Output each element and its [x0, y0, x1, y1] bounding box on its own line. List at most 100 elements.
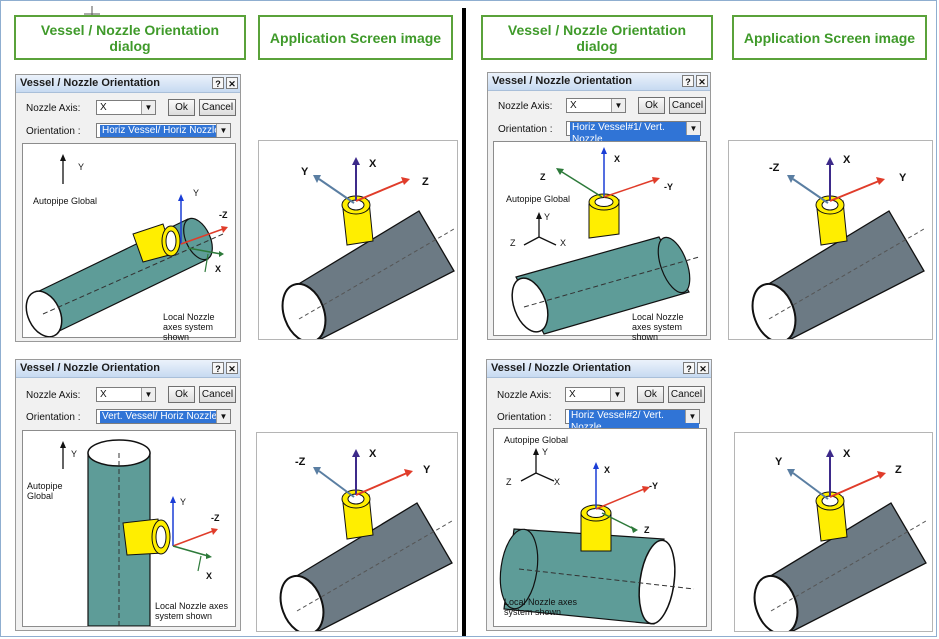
global-y-label: Y — [78, 162, 85, 172]
ok-button[interactable]: Ok — [637, 386, 664, 403]
close-button[interactable]: ✕ — [226, 362, 238, 374]
dialog-title: Vessel / Nozzle Orientation — [20, 362, 160, 374]
axis-x-label: X — [206, 571, 213, 581]
orientation-value: Horiz Vessel/ Horiz Nozzle — [100, 125, 222, 137]
cancel-button[interactable]: Cancel — [199, 386, 236, 403]
close-button[interactable]: ✕ — [696, 75, 708, 87]
nozzle-axis-value: X — [569, 389, 576, 400]
global-label: Autopipe Global — [33, 196, 98, 206]
local-note: Local Nozzle axes system shown — [155, 601, 229, 621]
axis-z-label: Z — [644, 525, 650, 535]
dialog-titlebar: Vessel / Nozzle Orientation ? ✕ — [16, 360, 240, 378]
header-right-dialog: Vessel / Nozzle Orientation dialog — [481, 15, 713, 60]
global-y-label: Y — [71, 449, 78, 459]
help-button[interactable]: ? — [682, 75, 694, 87]
header-left-screen: Application Screen image — [258, 15, 453, 60]
header-right-screen: Application Screen image — [732, 15, 927, 60]
cancel-button[interactable]: Cancel — [199, 99, 236, 116]
axis-x-label: X — [614, 154, 621, 164]
chevron-down-icon: ▼ — [611, 99, 625, 112]
global-z-label: Z — [506, 477, 512, 487]
app-screen-3: -Z X Y — [256, 432, 458, 632]
orientation-select[interactable]: Vert. Vessel/ Horiz Nozzle▼ — [96, 409, 231, 424]
ok-button[interactable]: Ok — [168, 99, 195, 116]
nozzle-axis-select[interactable]: X▼ — [96, 100, 156, 115]
local-note: Local Nozzle axes system shown — [632, 312, 684, 342]
dialog-titlebar: Vessel / Nozzle Orientation ? ✕ — [487, 360, 711, 378]
screen-axis-a: -Z — [769, 162, 780, 174]
orientation-dialog-1: Vessel / Nozzle Orientation ? ✕ Nozzle A… — [15, 74, 241, 342]
local-note: Local Nozzle axes system shown — [163, 312, 215, 342]
orientation-select[interactable]: Horiz Vessel#2/ Vert. Nozzle▼ — [565, 409, 700, 434]
orientation-dialog-2: Vessel / Nozzle Orientation ? ✕ Nozzle A… — [487, 72, 711, 342]
orientation-diagram: Y Autopipe Global Y -Z X Local Nozzle ax… — [22, 430, 236, 627]
nozzle-axis-label: Nozzle Axis: — [498, 101, 553, 112]
header-right-dialog-text: Vessel / Nozzle Orientation dialog — [507, 21, 687, 54]
screen-axis-c: Y — [899, 172, 907, 184]
app-screen-1: Y X Z — [258, 140, 458, 340]
screen-axis-b: X — [369, 158, 377, 170]
chevron-down-icon: ▼ — [141, 388, 155, 401]
axis-x-label: X — [604, 465, 611, 475]
orientation-label: Orientation : — [26, 412, 81, 423]
screen-axis-b: X — [843, 448, 851, 460]
ok-button[interactable]: Ok — [638, 97, 665, 114]
close-button[interactable]: ✕ — [697, 362, 709, 374]
local-note: Local Nozzle axes system shown — [504, 597, 578, 617]
screen-axis-a: Y — [775, 456, 783, 468]
chevron-down-icon: ▼ — [610, 388, 624, 401]
global-y-label: Y — [544, 212, 551, 222]
chevron-down-icon: ▼ — [216, 124, 230, 137]
diagram-drawing — [499, 448, 695, 625]
global-y-label: Y — [542, 447, 549, 457]
global-label: Autopipe Global — [27, 481, 63, 501]
dialog-title: Vessel / Nozzle Orientation — [492, 75, 632, 87]
screen-drawing — [281, 157, 455, 339]
screen-axis-a: -Z — [295, 456, 306, 468]
orientation-diagram: Y Autopipe Global Y -Z X Local Nozzle ax… — [22, 143, 236, 342]
screen-axis-b: X — [843, 154, 851, 166]
global-label: Autopipe Global — [504, 435, 569, 445]
screen-axis-c: Z — [422, 176, 429, 188]
screen-drawing — [753, 449, 927, 631]
dialog-titlebar: Vessel / Nozzle Orientation ? ✕ — [16, 75, 240, 93]
nozzle-axis-select[interactable]: X▼ — [565, 387, 625, 402]
global-x-label: X — [560, 238, 567, 248]
diagram-drawing — [60, 439, 218, 626]
dialog-title: Vessel / Nozzle Orientation — [20, 77, 160, 89]
close-button[interactable]: ✕ — [226, 77, 238, 89]
screen-axis-c: Y — [423, 464, 431, 476]
nozzle-axis-select[interactable]: X▼ — [566, 98, 626, 113]
nozzle-axis-value: X — [570, 100, 577, 111]
nozzle-axis-label: Nozzle Axis: — [26, 103, 81, 114]
axis-x-label: X — [215, 264, 222, 274]
screen-axis-a: Y — [301, 166, 309, 178]
header-left-dialog: Vessel / Nozzle Orientation dialog — [14, 15, 246, 60]
header-left-screen-text: Application Screen image — [269, 29, 442, 46]
screen-drawing — [751, 157, 925, 339]
cancel-button[interactable]: Cancel — [668, 386, 705, 403]
ok-button[interactable]: Ok — [168, 386, 195, 403]
screen-axis-c: Z — [895, 464, 902, 476]
chevron-down-icon: ▼ — [685, 410, 699, 423]
chevron-down-icon: ▼ — [141, 101, 155, 114]
orientation-value: Vert. Vessel/ Horiz Nozzle — [100, 411, 220, 423]
help-button[interactable]: ? — [212, 362, 224, 374]
help-button[interactable]: ? — [683, 362, 695, 374]
axis-y-label: Y — [193, 188, 200, 198]
axis-z-label: -Z — [211, 513, 220, 523]
axis-y-label: Y — [180, 497, 187, 507]
nozzle-axis-select[interactable]: X▼ — [96, 387, 156, 402]
global-z-label: Z — [510, 238, 516, 248]
app-screen-2: -Z X Y — [728, 140, 933, 340]
axis-y-label: -Y — [664, 182, 673, 192]
axis-z-label: -Z — [219, 210, 228, 220]
diagram-drawing — [511, 147, 700, 335]
orientation-select[interactable]: Horiz Vessel/ Horiz Nozzle▼ — [96, 123, 231, 138]
cancel-button[interactable]: Cancel — [669, 97, 706, 114]
diagram-drawing — [25, 154, 228, 337]
header-left-dialog-text: Vessel / Nozzle Orientation dialog — [40, 21, 220, 54]
dialog-titlebar: Vessel / Nozzle Orientation ? ✕ — [488, 73, 710, 91]
help-button[interactable]: ? — [212, 77, 224, 89]
orientation-select[interactable]: Horiz Vessel#1/ Vert. Nozzle▼ — [566, 121, 701, 146]
